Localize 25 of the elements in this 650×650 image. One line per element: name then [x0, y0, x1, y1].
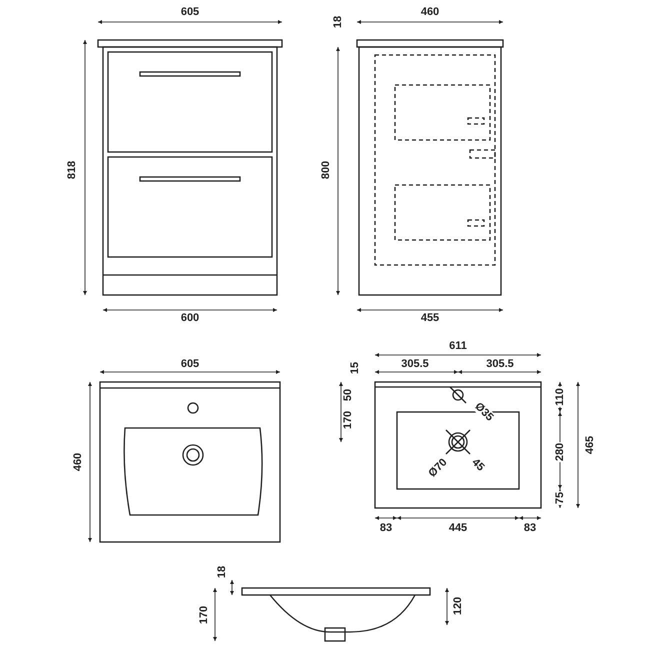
dimension-label: 83	[522, 522, 538, 534]
dimension-label: 18	[216, 564, 228, 580]
dimension-label: 818	[66, 160, 78, 180]
dimension-label: 110	[554, 387, 566, 407]
dimension-label: 605	[180, 358, 200, 370]
dimension-label: 611	[448, 340, 468, 352]
dimension-label: 600	[180, 312, 200, 324]
dimension-label: 83	[378, 522, 394, 534]
dimension-label: 120	[452, 596, 464, 616]
dimension-label: 170	[342, 410, 354, 430]
dimension-label: 170	[198, 604, 210, 626]
dimension-label: 465	[584, 434, 596, 456]
dimension-label: 305.5	[400, 358, 430, 370]
dimension-label: 305.5	[485, 358, 515, 370]
dimension-label: 455	[420, 312, 440, 324]
dimension-label: 75	[554, 490, 566, 506]
dimension-label: 280	[554, 442, 566, 462]
dimension-label: 460	[420, 6, 440, 18]
dimension-label: 445	[448, 522, 468, 534]
dimension-label: 460	[72, 452, 84, 472]
dimension-label: 50	[342, 388, 354, 402]
dimension-label: 800	[320, 160, 332, 180]
dimension-label: 15	[349, 360, 361, 376]
dimension-label: 605	[180, 6, 200, 18]
dimension-label: 18	[332, 14, 344, 30]
